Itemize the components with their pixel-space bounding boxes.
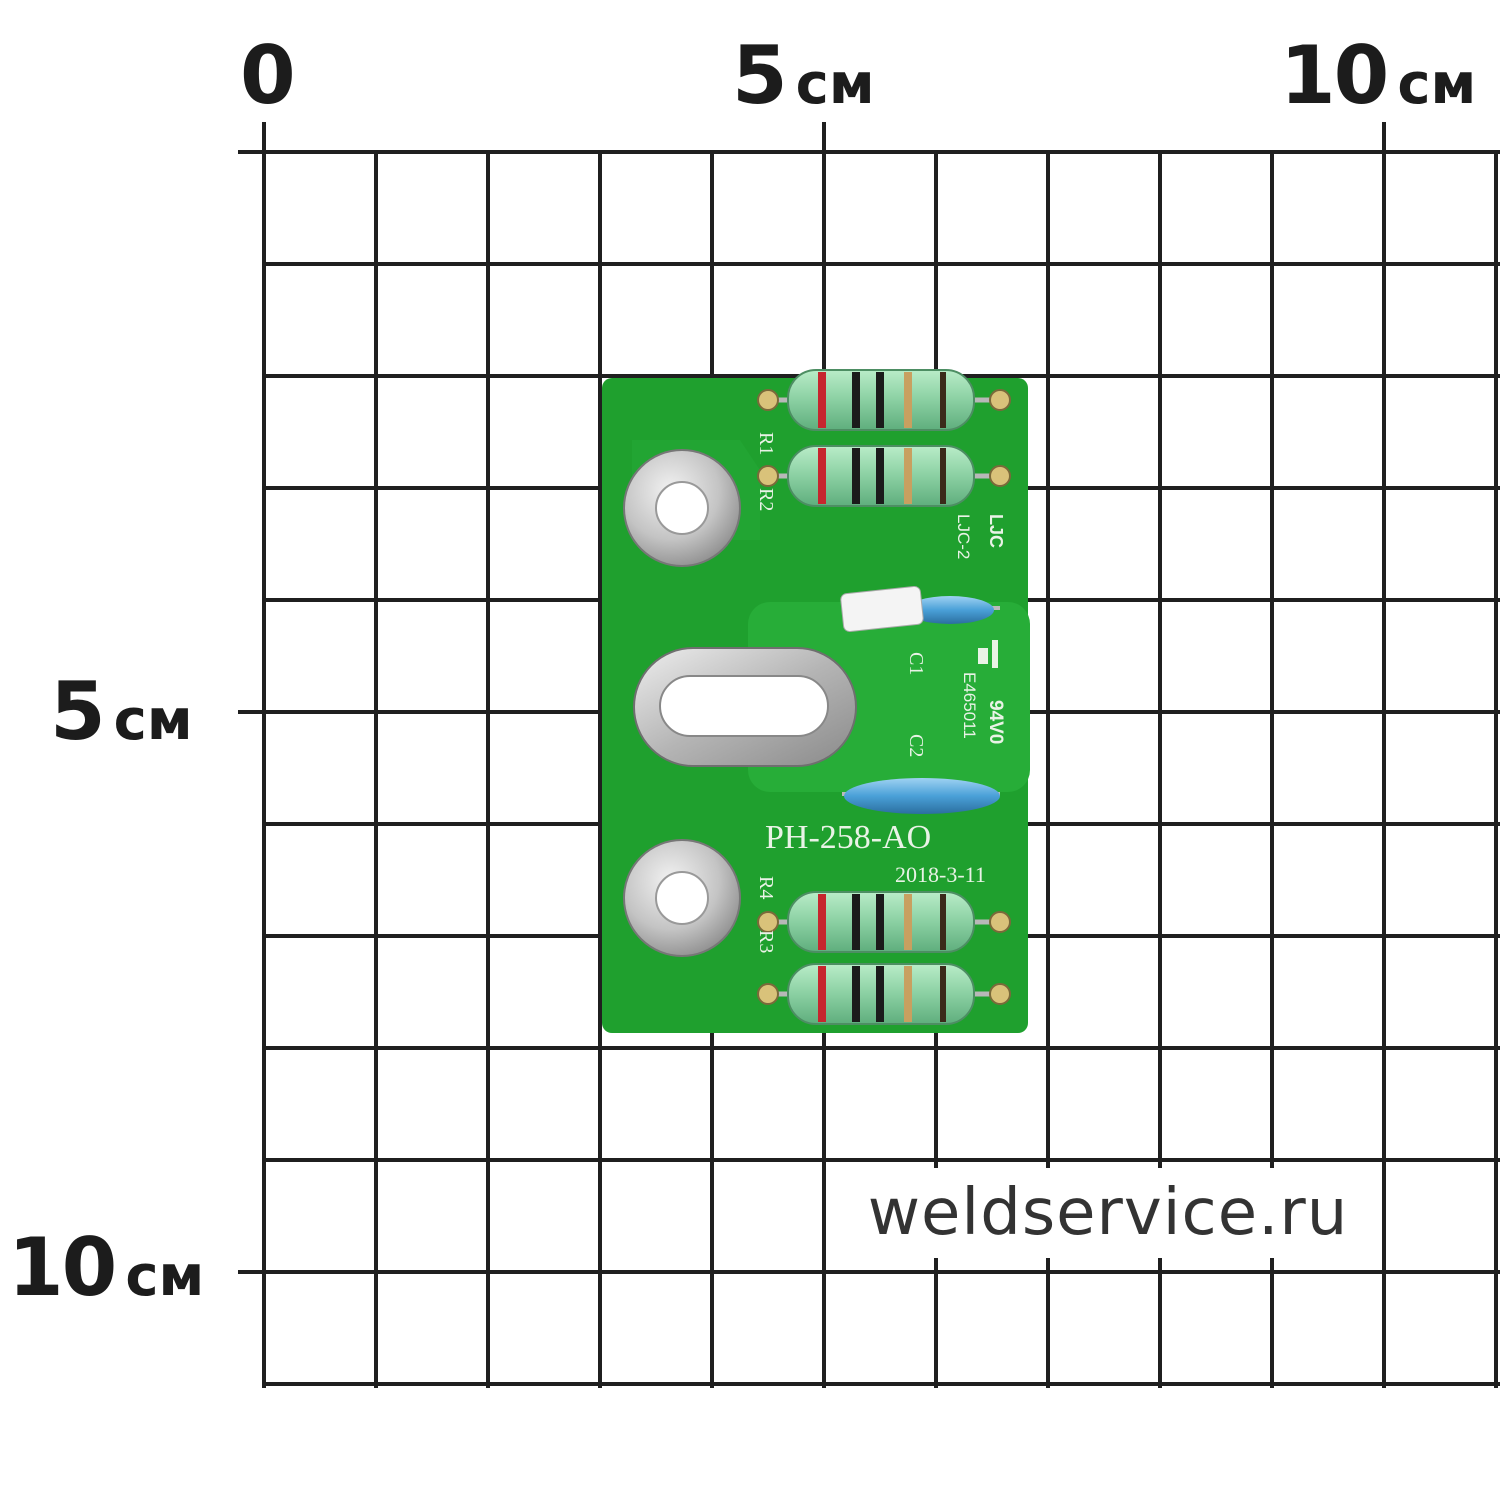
resistor-r3 (757, 963, 1011, 1025)
capacitor-c2 (842, 778, 1000, 814)
pcb-board: PH-258-AO 2018-3-11 R1 R2 R4 R3 C1 C2 LJ… (602, 369, 1030, 1033)
resistor-r1 (757, 369, 1011, 431)
rating-label: 94V0 (985, 700, 1006, 744)
resistor-group (757, 369, 1011, 1025)
silkscreen: PH-258-AO 2018-3-11 R1 R2 R4 R3 C1 C2 LJ… (755, 432, 1006, 953)
ref-r2: R2 (755, 488, 777, 511)
ref-c1: C1 (905, 652, 927, 675)
ref-r4: R4 (755, 876, 777, 899)
watermark-text: weldservice.ru (838, 1168, 1378, 1258)
top-label-0: 0 (240, 29, 296, 122)
mounting-washer-top (623, 449, 741, 567)
slot-terminal (633, 647, 857, 767)
ref-r3: R3 (755, 930, 777, 953)
ref-c2: C2 (905, 734, 927, 757)
ref-r1: R1 (755, 432, 777, 455)
resistor-r4 (757, 891, 1011, 953)
capacitor-c1 (840, 586, 1000, 632)
resistor-r2 (757, 445, 1011, 507)
maker-logo: LJC (986, 514, 1006, 548)
ul-mark-icon (978, 640, 998, 668)
maker-code: LJC-2 (954, 514, 973, 559)
ul-code: E465011 (960, 672, 979, 739)
part-number-label: PH-258-AO (765, 819, 931, 856)
mounting-washer-bottom (623, 839, 741, 957)
date-label: 2018-3-11 (895, 862, 986, 887)
